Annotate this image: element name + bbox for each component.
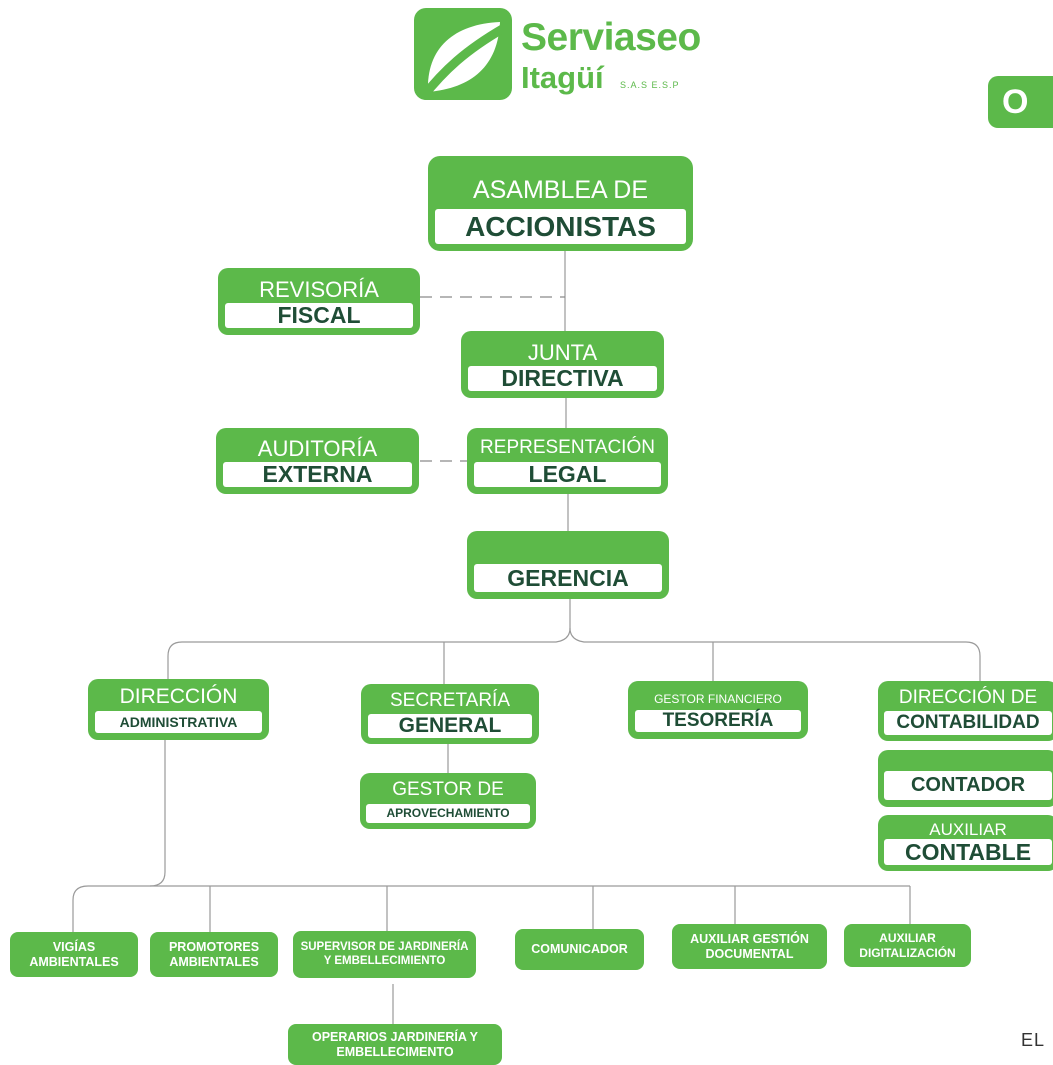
- node-revisoria-fiscal: REVISORÍA FISCAL: [218, 268, 420, 335]
- node-bottom-label: ADMINISTRATIVA: [95, 711, 262, 733]
- node-top-label: ASAMBLEA DE: [472, 176, 649, 204]
- node-contador: CONTADOR: [878, 750, 1053, 807]
- node-auxiliar-gestion-documental: AUXILIAR GESTIÓN DOCUMENTAL: [672, 924, 827, 969]
- node-top-label: SECRETARÍA: [389, 690, 510, 711]
- node-direccion-administrativa: DIRECCIÓN ADMINISTRATIVA: [88, 679, 269, 740]
- node-supervisor-jardineria: SUPERVISOR DE JARDINERÍA Y EMBELLECIMIEN…: [293, 931, 476, 978]
- node-comunicador: COMUNICADOR: [515, 929, 644, 970]
- brand-subtitle: Itagüí: [521, 60, 604, 95]
- node-top-label: GESTOR FINANCIERO: [654, 692, 782, 706]
- node-top-label: DIRECCIÓN: [119, 685, 238, 708]
- brand-suffix: S.A.S E.S.P: [620, 80, 680, 90]
- node-vigias-ambientales: VIGÍAS AMBIENTALES: [10, 932, 138, 977]
- node-operarios-jardineria: OPERARIOS JARDINERÍA Y EMBELLECIMENTO: [288, 1024, 502, 1065]
- node-top-label: DIRECCIÓN DE: [898, 687, 1038, 708]
- node-auxiliar-contable: AUXILIAR CONTABLE: [878, 815, 1053, 871]
- node-asamblea-de-accionistas: ASAMBLEA DE ACCIONISTAS: [428, 156, 693, 251]
- node-bottom-label: TESORERÍA: [635, 710, 801, 732]
- node-bottom-label: ACCIONISTAS: [435, 209, 686, 244]
- node-top-label: REVISORÍA: [259, 277, 379, 302]
- node-promotores-ambientales: PROMOTORES AMBIENTALES: [150, 932, 278, 977]
- node-bottom-label: DIRECTIVA: [468, 366, 657, 391]
- brand-name: Serviaseo: [521, 16, 701, 59]
- node-top-label: REPRESENTACIÓN: [480, 437, 655, 458]
- node-direccion-contabilidad: DIRECCIÓN DE CONTABILIDAD: [878, 681, 1053, 741]
- node-top-label: JUNTA: [527, 340, 598, 365]
- node-bottom-label: GENERAL: [368, 714, 532, 738]
- node-bottom-label: EXTERNA: [223, 462, 412, 487]
- node-tesoreria: GESTOR FINANCIERO TESORERÍA: [628, 681, 808, 739]
- footer-text-partial: EL: [1021, 1030, 1046, 1050]
- node-representacion-legal: REPRESENTACIÓN LEGAL: [467, 428, 668, 494]
- node-top-label: AUDITORÍA: [257, 436, 378, 461]
- node-bottom-label: GERENCIA: [474, 564, 662, 592]
- node-bottom-label: CONTABILIDAD: [884, 711, 1052, 735]
- node-bottom-label: CONTADOR: [884, 771, 1052, 800]
- node-top-label: AUXILIAR: [929, 820, 1007, 839]
- node-gerencia: GERENCIA: [467, 531, 669, 599]
- node-auxiliar-digitalizacion: AUXILIAR DIGITALIZACIÓN: [844, 924, 971, 967]
- node-top-label: GESTOR DE: [392, 779, 504, 800]
- node-bottom-label: CONTABLE: [884, 839, 1052, 865]
- node-secretaria-general: SECRETARÍA GENERAL: [361, 684, 539, 744]
- node-junta-directiva: JUNTA DIRECTIVA: [461, 331, 664, 398]
- node-bottom-label: LEGAL: [474, 462, 661, 487]
- node-bottom-label: FISCAL: [225, 303, 413, 328]
- leaf-icon: [414, 8, 512, 100]
- node-auditoria-externa: AUDITORÍA EXTERNA: [216, 428, 419, 494]
- page-title-partial: O: [988, 76, 1053, 128]
- node-bottom-label: APROVECHAMIENTO: [366, 804, 530, 823]
- node-gestor-aprovechamiento: GESTOR DE APROVECHAMIENTO: [360, 773, 536, 829]
